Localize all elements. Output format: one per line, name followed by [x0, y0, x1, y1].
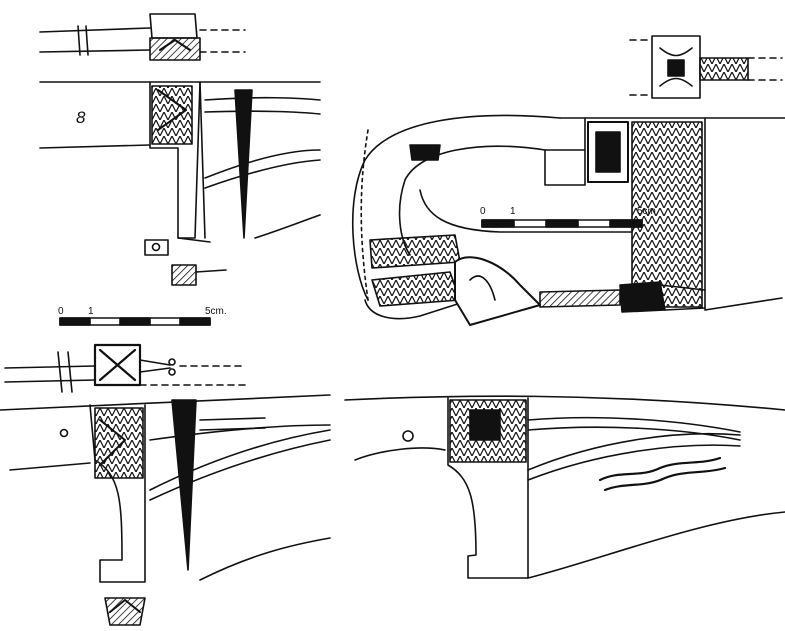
top-view-c — [4, 343, 246, 393]
knife-handle-drawing-b — [351, 35, 785, 326]
cross-section-c — [104, 597, 146, 626]
scale-tick-0-a: 0 — [58, 306, 64, 317]
knife-handle-drawing-a: 8 — [39, 13, 321, 286]
knife-handle-drawing-d — [344, 395, 785, 579]
cross-section-a — [171, 264, 227, 286]
curved-handle-b — [351, 114, 785, 326]
scale-tick-1-b: 1 — [510, 206, 516, 217]
scale-tick-end-b: 5cm. — [637, 206, 659, 217]
scale-tick-1-a: 1 — [88, 306, 94, 317]
top-view-a — [39, 13, 246, 61]
side-view-c — [0, 394, 331, 583]
small-ring-detail-a — [144, 239, 169, 256]
side-view-a — [39, 81, 321, 243]
scale-tick-0-b: 0 — [480, 206, 486, 217]
knife-handle-drawing-c — [0, 343, 331, 626]
top-view-b — [629, 35, 783, 99]
figure-number-label: 8 — [76, 108, 86, 127]
scale-tick-end-a: 5cm. — [205, 306, 227, 317]
scale-bar-b: 0 1 5cm. — [480, 206, 659, 228]
scale-bar-a: 0 1 5cm. — [58, 306, 227, 326]
